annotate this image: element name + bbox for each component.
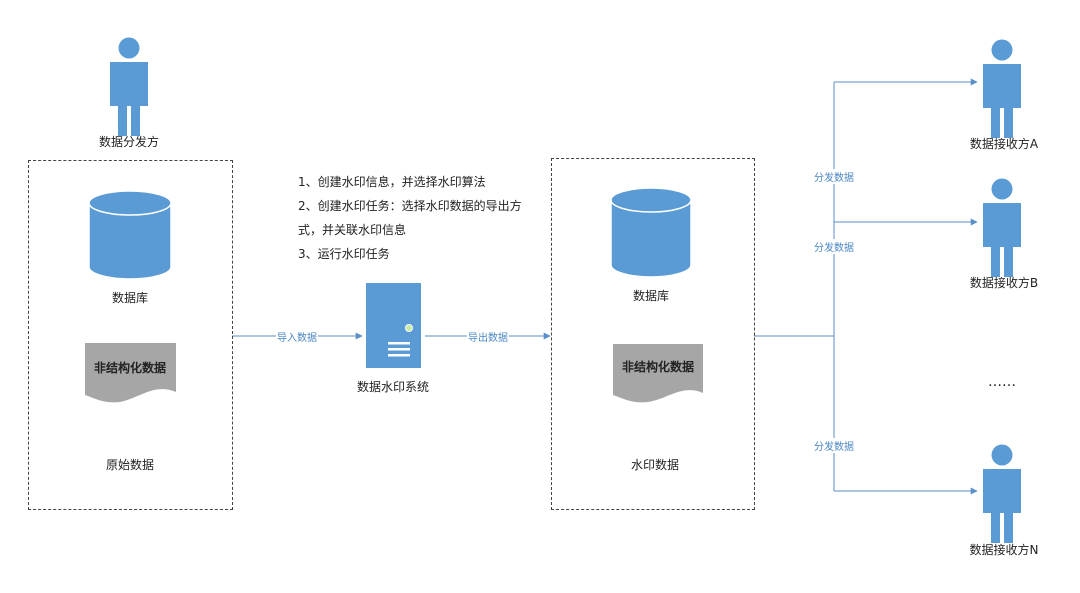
source-database-label: 数据库	[111, 291, 149, 305]
import-label: 导入数据	[276, 329, 318, 344]
distribute-label-n: 分发数据	[813, 438, 855, 453]
receiver-a-label: 数据接收方A	[969, 137, 1039, 151]
distribute-label-a: 分发数据	[813, 169, 855, 184]
receiver-b-label: 数据接收方B	[969, 276, 1039, 290]
step-2: 2、创建水印任务：选择水印数据的导出方式，并关联水印信息	[298, 199, 522, 237]
step-3: 3、运行水印任务	[298, 247, 390, 261]
watermark-caption: 水印数据	[630, 458, 680, 472]
watermark-database-label: 数据库	[632, 289, 670, 303]
source-caption: 原始数据	[105, 458, 155, 472]
receiver-n-label: 数据接收方N	[969, 543, 1039, 557]
distribute-label-b: 分发数据	[813, 239, 855, 254]
step-1: 1、创建水印信息，并选择水印算法	[298, 175, 486, 189]
export-label: 导出数据	[467, 329, 509, 344]
receiver-ellipsis: ……	[988, 374, 1016, 390]
source-data-box	[28, 160, 233, 510]
steps-list: 1、创建水印信息，并选择水印算法 2、创建水印任务：选择水印数据的导出方式，并关…	[298, 170, 533, 266]
watermark-data-box	[551, 158, 755, 510]
system-label: 数据水印系统	[356, 380, 430, 394]
distributor-label: 数据分发方	[98, 135, 160, 149]
source-unstructured-label: 非结构化数据	[93, 361, 167, 375]
watermark-unstructured-label: 非结构化数据	[621, 360, 695, 374]
